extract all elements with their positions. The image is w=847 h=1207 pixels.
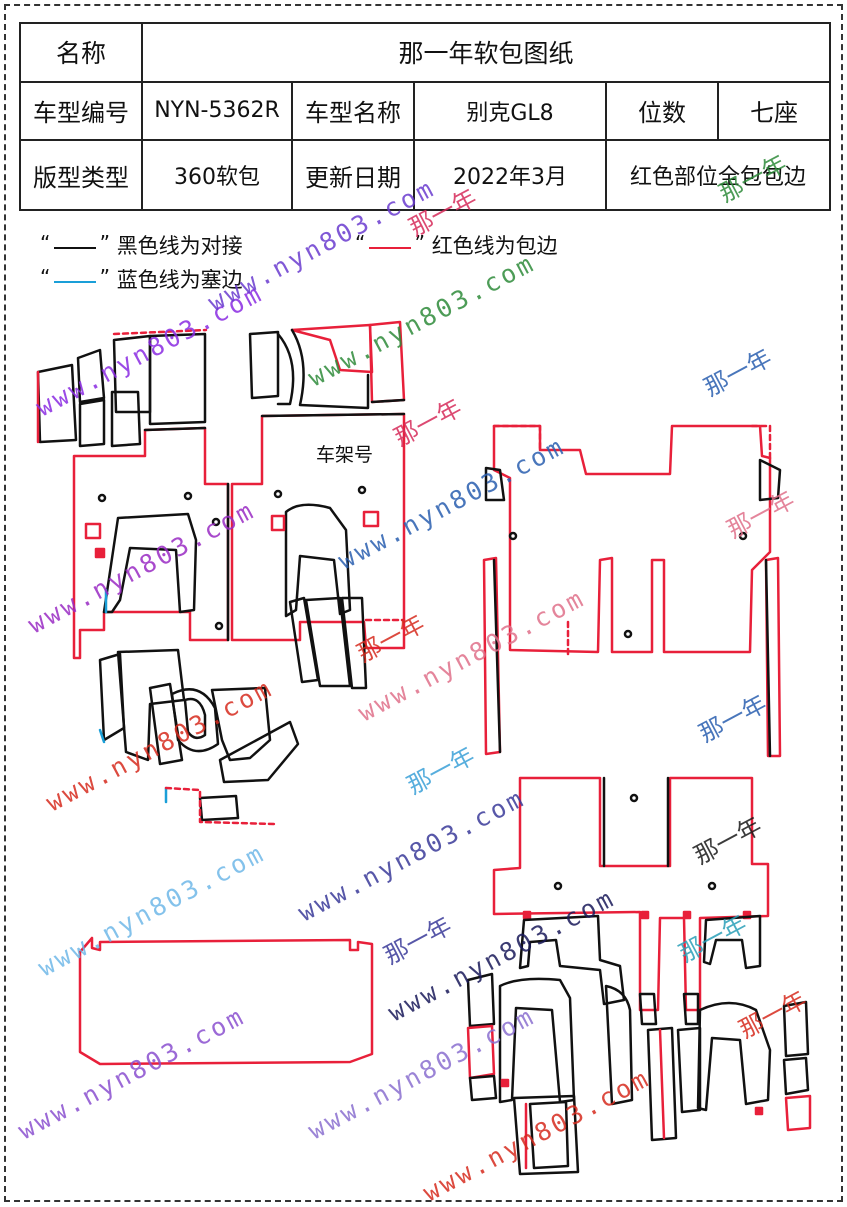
name-value: 那一年软包图纸 xyxy=(140,22,832,83)
update-date-label: 更新日期 xyxy=(291,139,415,211)
legend-red-swatch xyxy=(355,231,425,257)
frame-number-label: 车架号 xyxy=(316,444,374,466)
legend-red-text: 红色线为包边 xyxy=(431,234,558,258)
pattern-type-value: 360软包 xyxy=(141,139,293,211)
legend-blue-text: 蓝色线为塞边 xyxy=(116,268,243,292)
middle-row-floor-pieces xyxy=(482,424,782,758)
name-label: 名称 xyxy=(19,22,143,83)
spec-table: 名称 那一年软包图纸 车型编号 NYN-5362R 车型名称 别克GL8 位数 … xyxy=(19,22,832,211)
legend-blue-swatch xyxy=(40,265,110,291)
third-row-pieces xyxy=(466,776,812,1176)
middle-small-pieces xyxy=(98,648,300,826)
legend-black-swatch xyxy=(40,231,110,257)
trunk-piece xyxy=(78,936,374,1066)
pattern-type-label: 版型类型 xyxy=(19,139,143,211)
legend-blue: 蓝色线为塞边 xyxy=(40,264,243,294)
front-floor-pieces xyxy=(36,320,406,690)
legend-black: 黑色线为对接 xyxy=(40,230,243,260)
model-name-value: 别克GL8 xyxy=(413,80,607,142)
seats-value: 七座 xyxy=(716,80,832,142)
legend-red: 红色线为包边 xyxy=(355,230,558,260)
seats-label: 位数 xyxy=(605,80,719,142)
update-date-value: 2022年3月 xyxy=(413,139,607,211)
note-value: 红色部位全包包边 xyxy=(604,139,832,211)
model-name-label: 车型名称 xyxy=(291,80,415,142)
model-code-value: NYN-5362R xyxy=(141,80,293,142)
legend-black-text: 黑色线为对接 xyxy=(116,234,243,258)
page-border xyxy=(4,4,843,1202)
model-code-label: 车型编号 xyxy=(19,80,143,142)
